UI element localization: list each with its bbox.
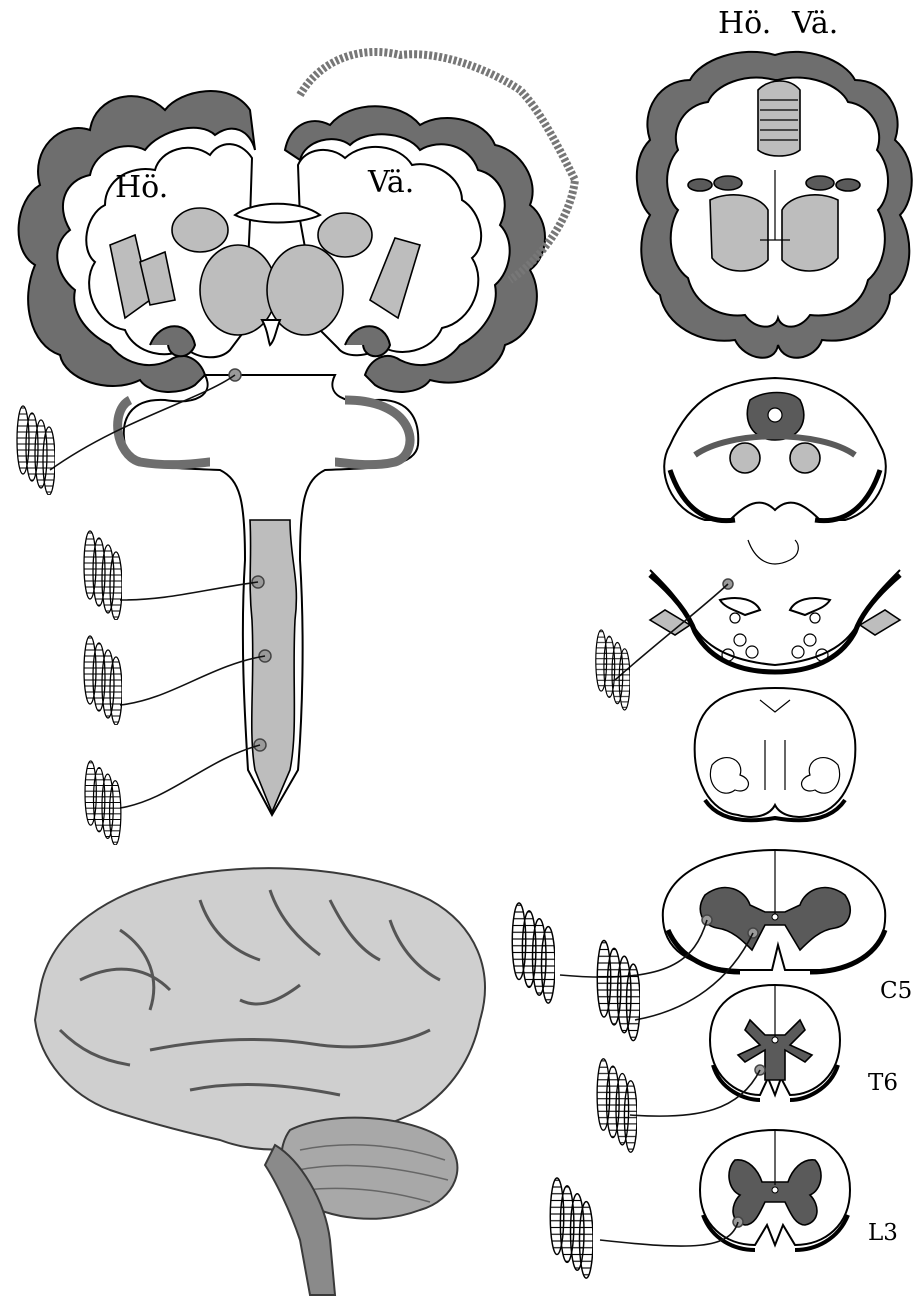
l3-label: L3 (868, 1220, 898, 1246)
axon-line (120, 745, 260, 808)
muscle-fiber-bundle-icon (84, 531, 122, 620)
lateral-cerebrum (35, 868, 485, 1149)
coronal-label-right: Hö. (115, 170, 168, 205)
axial-nucleus (836, 179, 860, 191)
muscle-fiber-bundle-icon (597, 1059, 637, 1152)
muscle-fiber-bundle-icon (550, 1178, 593, 1278)
cerebral-aqueduct (768, 408, 782, 422)
red-nucleus-left (790, 443, 820, 473)
axial-thalamus-right (710, 195, 768, 271)
axon-line (120, 582, 258, 600)
c5-cord-outline (663, 850, 885, 970)
axial-label-left: Vä. (791, 6, 838, 41)
axial-nucleus (688, 179, 712, 191)
muscle-fiber-bundle-icon (17, 406, 55, 495)
spinal-segment-l3: L3 (550, 1130, 898, 1278)
coronal-caudate-left (318, 213, 372, 257)
spinal-segment-c5: C5 (512, 850, 912, 1041)
t6-label: T6 (868, 1070, 898, 1096)
c5-central-canal (772, 914, 778, 920)
axial-brain-section: Hö. Vä. (637, 6, 912, 358)
coronal-third-ventricle (262, 320, 280, 345)
axial-nucleus (806, 176, 834, 190)
axial-nucleus (714, 176, 742, 190)
axial-label-right: Hö. (718, 6, 771, 41)
medulla-section (695, 688, 856, 817)
lateral-brain-view (35, 868, 485, 1295)
coronal-caudate-right (172, 208, 228, 252)
coronal-label-left: Vä. (367, 165, 414, 200)
interpeduncular-outline (748, 540, 798, 564)
spinal-gray-column (250, 520, 296, 812)
red-nucleus-right (730, 443, 760, 473)
brainstem-sections (596, 378, 900, 820)
t6-central-canal (772, 1037, 778, 1043)
muscle-fiber-bundle-icon (597, 941, 640, 1041)
muscle-fiber-bundle-icon (84, 636, 122, 725)
muscle-fiber-bundle-icon (85, 761, 121, 845)
spinal-segment-t6: T6 (597, 985, 898, 1152)
axial-cerebellar-vermis (758, 81, 800, 156)
muscle-fiber-bundle-icon (596, 630, 630, 710)
muscle-fiber-bundle-icon (512, 903, 555, 1003)
c5-label: C5 (880, 978, 912, 1004)
axial-thalamus-left (782, 195, 838, 271)
l3-central-canal (772, 1187, 778, 1193)
